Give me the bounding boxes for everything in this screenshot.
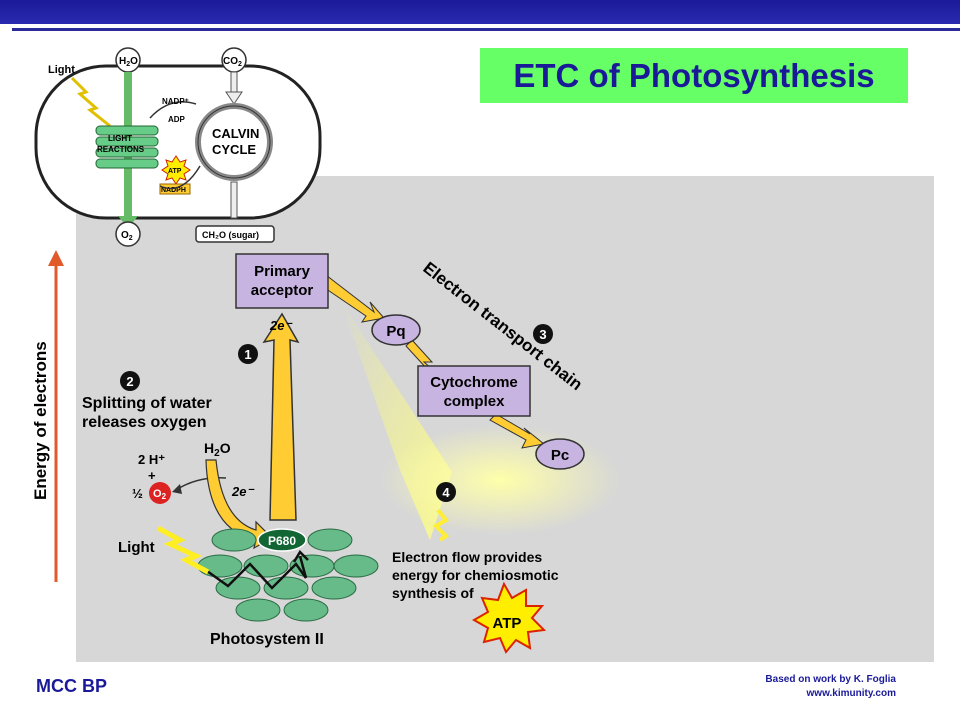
zigzag-arrow-to-p680 (292, 549, 309, 579)
splitting-line1: Splitting of water (82, 395, 212, 412)
inset-sugar-arrow (230, 181, 238, 219)
calvin-line1: CALVIN (212, 126, 259, 141)
light-reactions-line1: LIGHT (108, 134, 132, 143)
inset-h2o-o: O (130, 56, 138, 67)
inset-o2-o: O (121, 230, 129, 241)
two-h-plus: 2 H⁺ (138, 452, 165, 467)
inset-co2-co: CO (223, 56, 238, 67)
atp-energy-bolt-icon (432, 508, 450, 542)
half-label: ½ (132, 486, 143, 501)
thylakoid-stack (95, 125, 159, 169)
photosystem-cluster (197, 528, 379, 622)
pc-label: Pc (551, 447, 569, 464)
inset-o2-sub: 2 (129, 235, 133, 242)
energy-axis-label: Energy of electrons (31, 341, 50, 500)
two-e-up-label: 2e⁻ (269, 318, 293, 333)
inset-adp-label: ADP (168, 115, 186, 124)
inset-sugar-box (195, 225, 275, 243)
inset-h2o-h: H (119, 56, 126, 67)
footer-left-label: MCC BP (36, 676, 107, 696)
step-4-marker (436, 482, 456, 502)
flow-line2: energy for chemiosmotic (392, 567, 559, 583)
energy-transfer-zigzag (199, 562, 308, 590)
energy-axis-arrowhead (48, 250, 64, 266)
inset-water-arrow (124, 72, 132, 222)
credit-line-2: www.kimunity.com (806, 688, 896, 699)
slide-title: ETC of Photosynthesis (480, 48, 908, 103)
step-1-marker (238, 344, 258, 364)
credit-block: Based on work by K. Foglia www.kimunity.… (765, 673, 896, 701)
inset-light-label: Light (48, 64, 75, 76)
credit-line-1: Based on work by K. Foglia (765, 674, 896, 685)
step-3-label: 3 (539, 327, 546, 342)
inset-nadp-arrow (149, 101, 197, 119)
chloroplast-inset: Light H2O CO2 LIGHT REACTIONS CALVIN CYC… (34, 47, 322, 247)
pq-label: Pq (386, 323, 405, 340)
inset-nadph-box (159, 183, 191, 195)
inset-nadp-label: NADP⁺ (162, 97, 189, 106)
svg-text:CO2: CO2 (223, 56, 242, 68)
inset-atp-burst-icon (161, 155, 191, 185)
step-3-marker (533, 324, 553, 344)
o2-product-sub: 2 (162, 492, 167, 501)
splitting-line2: releases oxygen (82, 414, 207, 431)
two-e-water-label: 2e⁻ (231, 484, 255, 499)
water-h: H (204, 440, 214, 456)
step-2-marker (120, 371, 140, 391)
inset-atp-label: ATP (168, 168, 182, 175)
light-bolt-icon (156, 525, 210, 575)
flow-line3: synthesis of (392, 585, 474, 601)
inset-h2o-sub: 2 (126, 61, 130, 68)
atp-starburst-icon (471, 581, 547, 654)
light-reactions-line2: REACTIONS (97, 145, 145, 154)
svg-text:O2: O2 (121, 230, 133, 242)
inset-products-arrow (159, 165, 201, 190)
svg-text:H2O: H2O (119, 56, 138, 68)
water-o: O (220, 440, 231, 456)
inset-co2-sub: 2 (238, 61, 242, 68)
top-rule (12, 28, 960, 31)
step-2-label: 2 (126, 374, 133, 389)
o2-product-o: O (153, 488, 162, 500)
energy-glow (380, 425, 620, 535)
inset-light-bolt-icon (70, 76, 111, 128)
inset-nadph-label: NADPH (161, 187, 186, 194)
inset-co2-arrowhead (225, 91, 243, 105)
svg-text:O2: O2 (153, 488, 167, 501)
svg-text:H2O: H2O (204, 440, 231, 459)
o2-product-circle (149, 482, 171, 504)
plus-sign: + (148, 468, 156, 483)
step-1-label: 1 (244, 347, 251, 362)
pq-node (371, 314, 421, 346)
chloroplast-outline (34, 64, 322, 220)
calvin-line2: CYCLE (212, 142, 256, 157)
inset-sugar-label: CH₂O (sugar) (202, 230, 259, 240)
arrow-cyt-to-pc (489, 413, 546, 449)
water-sub: 2 (214, 448, 220, 459)
light-label: Light (118, 539, 155, 556)
primary-acceptor-line1: Primary (254, 263, 311, 280)
atp-label: ATP (493, 615, 522, 632)
p680-center (257, 528, 307, 552)
inset-co2-arrow (230, 71, 238, 93)
primary-acceptor-box (235, 253, 329, 309)
excitation-arrow (262, 312, 300, 521)
photosystem-label: Photosystem II (210, 631, 324, 648)
top-banner (0, 0, 960, 24)
cytochrome-line2: complex (444, 393, 506, 410)
p680-label: P680 (268, 534, 296, 548)
flow-line1: Electron flow provides (392, 549, 542, 565)
cytochrome-box (417, 365, 531, 417)
cytochrome-line1: Cytochrome (430, 374, 518, 391)
inset-o2-circle (115, 221, 141, 247)
pc-node (535, 438, 585, 470)
primary-acceptor-line2: acceptor (251, 282, 314, 299)
step-4-label: 4 (442, 485, 450, 500)
